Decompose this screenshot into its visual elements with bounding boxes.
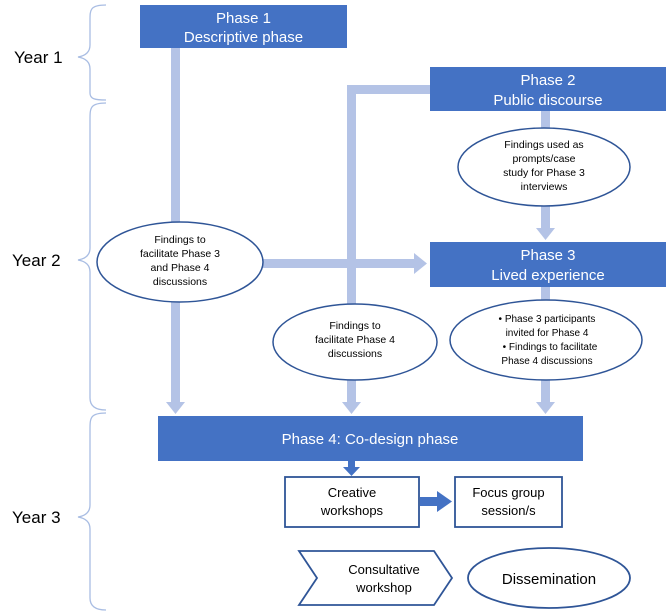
findings-phase3-line2: invited for Phase 4 (506, 328, 589, 339)
findings-phase1-line1: Findings to (154, 234, 206, 246)
findings-phase2-ellipse (457, 127, 631, 207)
findings-phase1-line3: and Phase 4 (151, 262, 210, 274)
dissemination-ellipse (467, 547, 631, 609)
creative-workshops-line2: workshops (320, 503, 384, 518)
creative-workshops-box (284, 476, 420, 528)
year3-label: Year 3 (12, 508, 61, 527)
phase1-to-phase4-head (166, 402, 185, 414)
phase2-to-phase4-shaft (347, 85, 356, 403)
phase3-subtitle: Lived experience (491, 267, 604, 284)
phase2-left-shaft (347, 85, 431, 94)
findings-phase2-line4: interviews (521, 181, 568, 193)
year2-label: Year 2 (12, 251, 61, 270)
phase3-box (430, 242, 666, 287)
phase4-title: Phase 4: Co-design phase (282, 431, 459, 448)
phase3-to-phase4-head (536, 402, 555, 414)
consultative-workshop-line1: Consultative (348, 562, 420, 577)
findings-phase3-line3: • Findings to facilitate (503, 342, 598, 353)
phase4-to-workshops-head (343, 467, 360, 476)
phase2-to-phase3-head (536, 228, 555, 240)
phase4-box (158, 416, 583, 461)
focus-group-line2: session/s (481, 503, 536, 518)
focus-group-box (454, 476, 563, 528)
findings-phase2-line3: study for Phase 3 (503, 167, 585, 179)
phase4-to-workshops-shaft (348, 461, 355, 468)
findings-phase3-ellipse (449, 299, 643, 381)
phase2-box (430, 67, 666, 111)
phase1-subtitle: Descriptive phase (184, 29, 303, 46)
findings-phase3-line4: Phase 4 discussions (501, 356, 592, 367)
year1-label: Year 1 (14, 48, 63, 67)
phase1-box (140, 5, 347, 48)
findings-phase1-line2: facilitate Phase 3 (140, 248, 220, 260)
findings-phase2b-line3: discussions (328, 348, 382, 360)
consultative-workshop-line2: workshop (355, 580, 412, 595)
year1-brace (77, 4, 107, 101)
findings-phase2b-line2: facilitate Phase 4 (315, 334, 395, 346)
workshops-to-focus-shaft (420, 497, 438, 506)
findings-to-phase3-shaft (260, 259, 415, 268)
phase2-subtitle: Public discourse (493, 92, 602, 109)
phase3-title: Phase 3 (520, 247, 575, 264)
findings-phase1-line4: discussions (153, 276, 207, 288)
findings-phase2-line2: prompts/case (512, 153, 575, 165)
phase2-title: Phase 2 (520, 72, 575, 89)
dissemination-label: Dissemination (502, 571, 596, 588)
phase1-title: Phase 1 (216, 10, 271, 27)
consultative-workshop-chevron (297, 550, 454, 606)
phase2-to-phase4-head (342, 402, 361, 414)
findings-phase3-line1: • Phase 3 participants (499, 314, 596, 325)
workshops-to-focus-head (437, 491, 452, 512)
year3-brace (77, 412, 107, 611)
findings-phase2-line1: Findings used as (504, 139, 583, 151)
creative-workshops-line1: Creative (328, 485, 376, 500)
findings-phase2b-line1: Findings to (329, 320, 381, 332)
focus-group-line1: Focus group (472, 485, 544, 500)
year2-brace (77, 102, 107, 411)
findings-phase1-ellipse (96, 221, 264, 303)
findings-to-phase3-head (414, 253, 427, 274)
findings-phase2b-ellipse (272, 303, 438, 381)
